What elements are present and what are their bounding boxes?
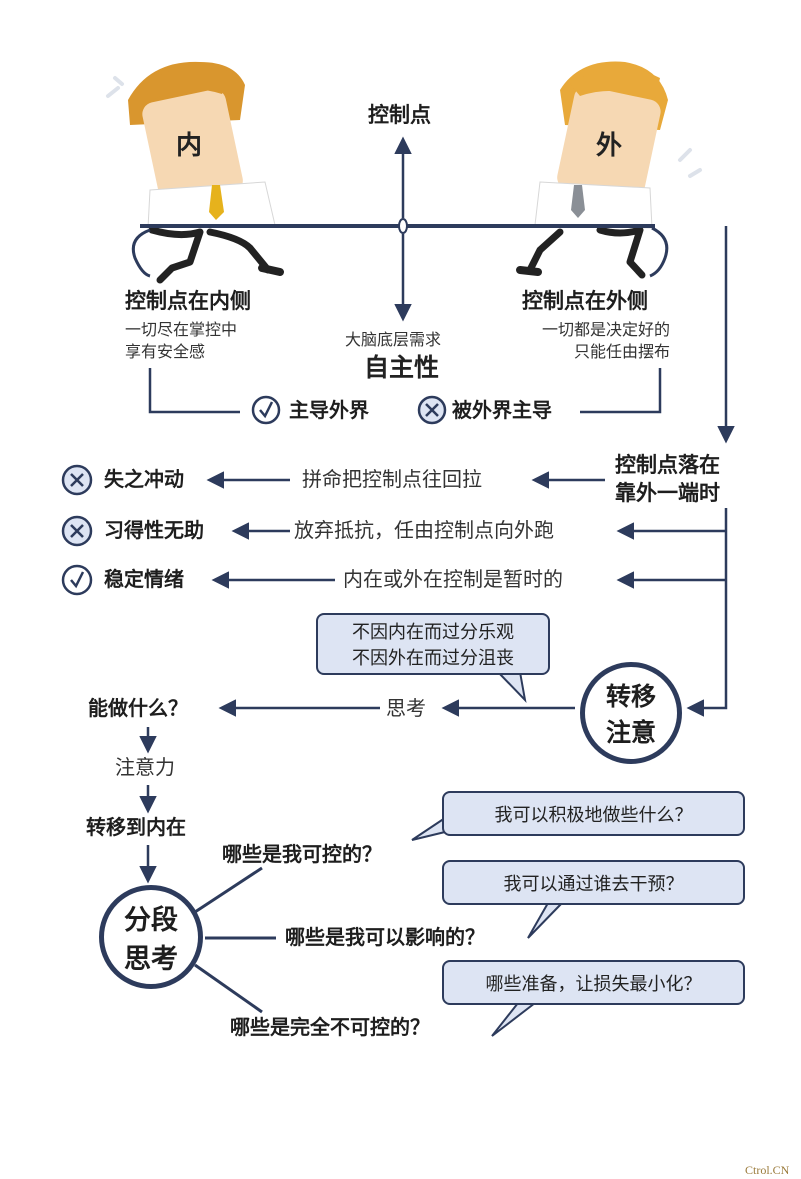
check-mark-icon bbox=[61, 564, 93, 596]
result-impulse: 失之冲动 bbox=[104, 467, 184, 491]
outer-head-label: 外 bbox=[596, 131, 623, 161]
x-mark-icon bbox=[417, 395, 447, 425]
inside-bracket bbox=[148, 368, 240, 414]
attention-label: 注意力 bbox=[115, 755, 175, 779]
autonomy-label: 自主性 bbox=[364, 353, 440, 382]
segment-line-1: 分段 bbox=[124, 905, 178, 936]
brain-need-label: 大脑底层需求 bbox=[345, 330, 442, 349]
x-mark-icon bbox=[61, 464, 93, 496]
bubble-tail-2 bbox=[527, 902, 563, 939]
bubble-intervene: 我可以通过谁去干预？ bbox=[442, 860, 745, 905]
action-give-up: 放弃抵抗，任由控制点向外跑 bbox=[294, 518, 554, 542]
action-pull-back: 拼命把控制点往回拉 bbox=[302, 467, 482, 491]
question-uncontrollable: 哪些是完全不可控的？ bbox=[230, 1015, 430, 1039]
inside-title: 控制点在内侧 bbox=[125, 289, 251, 313]
shift-line-1: 转移 bbox=[605, 682, 656, 711]
branch-uncontrollable bbox=[194, 963, 263, 1014]
outside-desc-2: 只能任由摆布 bbox=[573, 342, 670, 361]
segment-line-2: 思考 bbox=[124, 944, 178, 975]
segment-thinking-circle: 分段 思考 bbox=[99, 885, 203, 989]
question-influenceable: 哪些是我可以影响的？ bbox=[285, 925, 485, 949]
bubble-positive-action-text: 我可以积极地做些什么？ bbox=[494, 804, 693, 826]
bubble-tail-1 bbox=[411, 817, 446, 841]
sparkle-marks bbox=[106, 76, 702, 178]
what-can-do-label: 能做什么？ bbox=[88, 696, 188, 720]
shift-line-2: 注意 bbox=[605, 718, 656, 747]
inside-desc-2: 享有安全感 bbox=[125, 342, 206, 361]
condition-line-2: 靠外一端时 bbox=[615, 481, 720, 505]
control-point-label: 控制点 bbox=[368, 103, 431, 127]
watermark: Ctrol.CN bbox=[745, 1163, 790, 1177]
x-mark-icon bbox=[61, 515, 93, 547]
outside-title: 控制点在外侧 bbox=[522, 289, 648, 313]
note-bubble-tail bbox=[497, 671, 527, 704]
bubble-positive-action: 我可以积极地做些什么？ bbox=[442, 791, 745, 836]
think-label: 思考 bbox=[386, 696, 426, 720]
control-point-knot bbox=[398, 218, 408, 234]
outer-character-figure bbox=[516, 61, 669, 279]
inside-desc-1: 一切尽在掌控中 bbox=[125, 320, 238, 339]
result-helpless: 习得性无助 bbox=[104, 518, 204, 542]
bubble-minimize-loss: 哪些准备，让损失最小化？ bbox=[442, 960, 745, 1005]
outside-desc-1: 一切都是决定好的 bbox=[541, 320, 670, 339]
outside-bracket bbox=[580, 368, 662, 414]
bubble-minimize-loss-text: 哪些准备，让损失最小化？ bbox=[485, 973, 702, 995]
note-line-2: 不因外在而过分沮丧 bbox=[352, 648, 514, 669]
lead-world-label: 主导外界 bbox=[289, 398, 369, 422]
shift-inward-label: 转移到内在 bbox=[86, 815, 186, 839]
inner-character-figure bbox=[128, 61, 284, 284]
note-line-1: 不因内在而过分乐观 bbox=[352, 622, 514, 643]
inner-head-label: 内 bbox=[176, 131, 203, 161]
action-temporary: 内在或外在控制是暂时的 bbox=[343, 567, 563, 591]
perspective-note-bubble: 不因内在而过分乐观 不因外在而过分沮丧 bbox=[316, 613, 550, 675]
branch-controllable bbox=[194, 866, 263, 914]
led-by-world-label: 被外界主导 bbox=[452, 398, 552, 422]
condition-trunk bbox=[686, 508, 728, 717]
result-stable: 稳定情绪 bbox=[104, 567, 184, 591]
bubble-tail-3 bbox=[491, 1002, 536, 1037]
question-controllable: 哪些是我可控的？ bbox=[222, 842, 382, 866]
bubble-intervene-text: 我可以通过谁去干预？ bbox=[503, 873, 684, 895]
check-mark-icon bbox=[251, 395, 281, 425]
condition-line-1: 控制点落在 bbox=[615, 453, 720, 477]
shift-attention-circle: 转移 注意 bbox=[580, 662, 682, 764]
